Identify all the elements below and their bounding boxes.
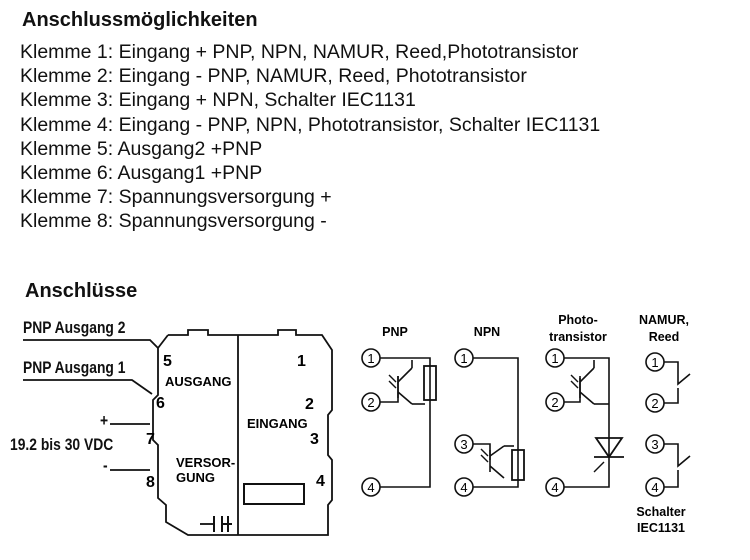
npn-terminal-4: 4 [460,480,467,495]
photo-terminal-2: 2 [551,395,558,410]
label-pnp-output-1: PNP Ausgang 1 [23,359,126,377]
device-housing [152,329,333,536]
label-supply-voltage: 19.2 bis 30 VDC [10,436,114,454]
device-terminal-3: 3 [310,431,319,448]
namur-terminal-3: 3 [651,437,658,452]
pnp-title: PNP [382,325,408,339]
terminal-4-description: Klemme 4: Eingang - PNP, NPN, Phototrans… [20,113,601,136]
device-terminal-8: 8 [146,474,155,491]
device-terminal-2: 2 [305,396,314,413]
terminal-7-description: Klemme 7: Spannungsversorgung + [20,186,332,209]
label-supply-plus: + [100,412,109,430]
phototransistor-sensor: Photo- transistor 1 2 4 [545,313,624,497]
device-label-input: EINGANG [247,416,308,431]
npn-terminal-3: 3 [460,437,467,452]
terminal-2-description: Klemme 2: Eingang - PNP, NAMUR, Reed, Ph… [20,65,527,88]
terminal-6-description: Klemme 6: Ausgang1 +PNP [20,162,263,185]
npn-sensor: NPN 1 3 4 [454,325,525,497]
device-terminal-5: 5 [163,353,172,370]
pnp-terminal-1: 1 [367,351,374,366]
namur-terminal-4: 4 [651,480,658,495]
namur-terminal-1: 1 [651,355,658,370]
photo-title-1: Photo- [558,313,598,327]
namur-terminal-2: 2 [651,396,658,411]
device-terminal-1: 1 [297,353,306,370]
terminal-1-description: Klemme 1: Eingang + PNP, NPN, NAMUR, Ree… [20,41,579,63]
terminal-3-description: Klemme 3: Eingang + NPN, Schalter IEC113… [20,89,416,112]
section-title-connection-options: Anschlussmöglichkeiten [22,9,258,31]
photo-terminal-4: 4 [551,480,558,495]
label-supply-minus: - [103,457,108,475]
housing-clip-icon [213,516,232,532]
photo-title-2: transistor [549,330,607,344]
terminal-list: Klemme 1: Eingang + PNP, NPN, NAMUR, Ree… [20,40,600,234]
pnp-sensor: PNP 1 2 4 [361,325,437,497]
npn-terminal-1: 1 [460,351,467,366]
pnp-terminal-4: 4 [367,480,374,495]
terminal-5-description: Klemme 5: Ausgang2 +PNP [20,137,263,160]
device-label-output: AUSGANG [165,374,231,389]
device-terminal-7: 7 [146,431,155,448]
switch-title-1: Schalter [636,505,685,519]
namur-title-1: NAMUR, [639,313,689,327]
pnp-terminal-2: 2 [367,395,374,410]
device-label-supply-1: VERSOR- [176,455,235,470]
namur-title-2: Reed [649,330,680,344]
terminal-8-description: Klemme 8: Spannungsversorgung - [20,210,327,233]
device-terminal-6: 6 [156,395,165,412]
label-pnp-output-2: PNP Ausgang 2 [23,319,126,337]
photo-terminal-1: 1 [551,351,558,366]
namur-reed-switch-sensor: NAMUR, Reed 1 2 3 4 Schalter IEC1131 [636,313,691,535]
device-terminal-4: 4 [316,473,325,490]
section-title-terminals: Anschlüsse [25,280,138,302]
npn-title: NPN [474,325,500,339]
external-wires [23,339,159,471]
device-label-supply-2: GUNG [176,470,215,485]
switch-title-2: IEC1131 [637,521,685,535]
